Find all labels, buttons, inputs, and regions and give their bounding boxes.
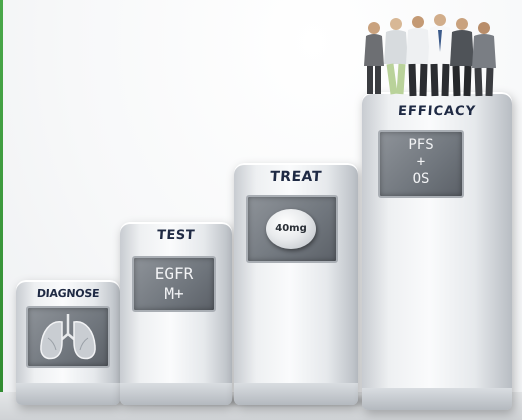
step-test: TEST EGFR M+	[120, 222, 232, 405]
step-treat-panel: 40mg	[246, 195, 338, 263]
step-diagnose-panel	[26, 306, 110, 368]
person-6	[472, 22, 496, 97]
step-efficacy-panel: PFS + OS	[378, 130, 464, 198]
person-1	[364, 22, 384, 94]
pill-icon: 40mg	[266, 209, 316, 249]
step-efficacy-label: EFFICACY	[397, 104, 477, 119]
step-test-panel: EGFR M+	[132, 256, 216, 312]
person-4	[428, 14, 452, 97]
person-5	[450, 18, 474, 97]
step-diagnose-label: DIAGNOSE	[36, 287, 100, 300]
left-edge-accent	[0, 0, 3, 420]
efficacy-panel-line-2: +	[416, 154, 426, 170]
step-diagnose: DIAGNOSE	[16, 280, 120, 405]
step-efficacy: EFFICACY PFS + OS	[362, 92, 512, 410]
test-panel-line-1: EGFR	[154, 264, 194, 283]
efficacy-panel-line-3: OS	[412, 171, 430, 187]
lungs-icon	[40, 314, 96, 360]
test-panel-line-2: M+	[164, 284, 184, 303]
person-2	[384, 18, 408, 95]
people-group-illustration	[364, 14, 496, 97]
step-treat-label: TREAT	[269, 169, 323, 185]
step-test-label: TEST	[156, 228, 196, 243]
pill-dose-text: 40mg	[275, 223, 307, 234]
efficacy-panel-line-1: PFS	[408, 137, 434, 153]
person-3	[406, 16, 430, 97]
step-treat: TREAT 40mg	[234, 163, 358, 405]
